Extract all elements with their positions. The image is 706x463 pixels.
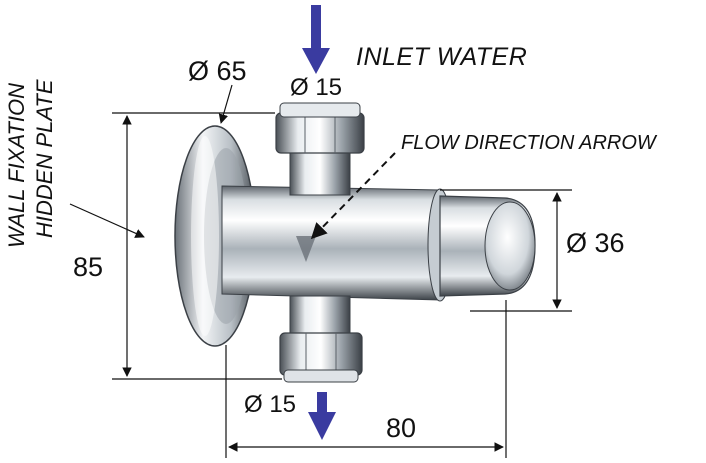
outlet-flow-arrow [308,392,336,440]
height-dimension [112,112,282,380]
valve-body [221,185,453,302]
wall-fixation-label: WALL FIXATION [4,82,29,248]
inlet-fitting [275,102,365,196]
inlet-flow-arrow [302,5,330,74]
height-value-label: 85 [73,252,104,282]
push-button [439,195,536,297]
button-diameter-label: Ø 36 [566,228,625,258]
flow-direction-leader [310,152,396,240]
hidden-plate-label: HIDDEN PLATE [32,79,57,238]
plate-diameter-label: Ø 65 [188,56,247,86]
outlet-diameter-label: Ø 15 [244,391,297,418]
button-diameter-dimension [440,189,572,312]
flow-direction-label: FLOW DIRECTION ARROW [401,132,656,154]
inlet-diameter-label: Ø 15 [290,74,343,101]
inlet-water-label: INLET WATER [356,43,528,71]
length-dimension [225,300,507,458]
outlet-fitting [279,295,363,383]
plate-diameter-leader [218,84,233,124]
wall-fixation-leader [69,203,145,238]
embossed-flow-arrow [296,236,316,262]
length-value-label: 80 [386,413,417,443]
